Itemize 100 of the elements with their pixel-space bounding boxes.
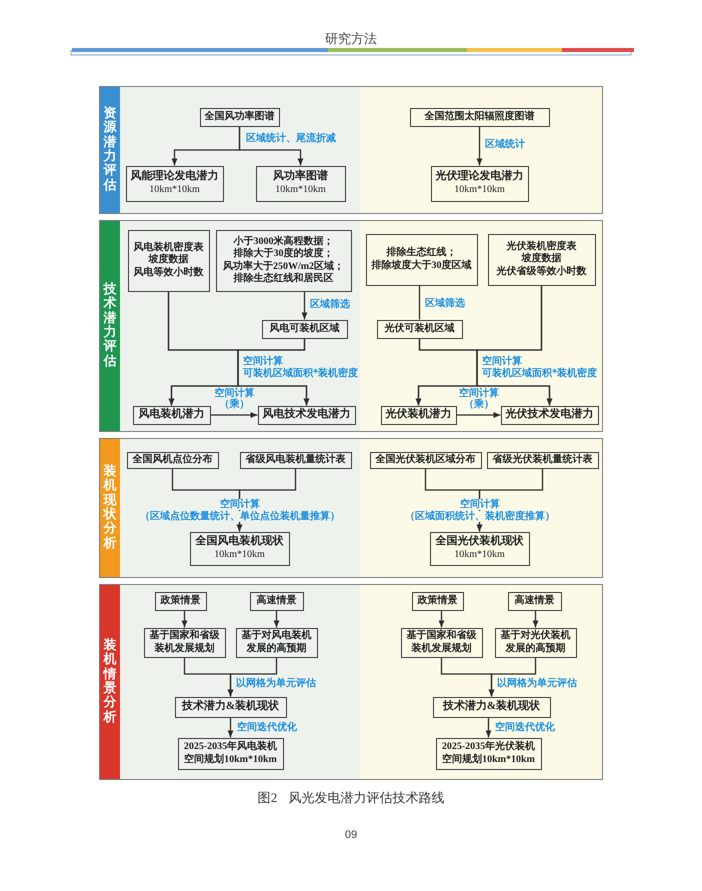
process-box xyxy=(190,532,290,566)
box-text: 排除生态红线； xyxy=(386,247,456,259)
arrow xyxy=(228,658,278,696)
process-box xyxy=(400,628,482,658)
box-text: 2025-2035年风电装机空间规划10km*10km xyxy=(182,741,278,766)
section-title: 装机现状分析 xyxy=(104,465,116,551)
box-text: 光伏装机潜力 xyxy=(386,408,452,422)
edge-label: 可装机区域面积*装机密度 xyxy=(243,368,358,379)
box-text: 政策情景 xyxy=(418,594,458,608)
box-text: 技术潜力&装机现状 xyxy=(442,700,540,714)
edge-label: 空间迭代优化 xyxy=(495,722,555,733)
arrow xyxy=(486,718,492,738)
box-text: 基于国家和省级装机发展规划 xyxy=(406,630,478,655)
box-text: 光伏装机密度表 xyxy=(506,240,576,252)
arrow xyxy=(532,610,538,628)
box-text: 高速情景 xyxy=(514,594,554,608)
section-panel xyxy=(99,584,603,780)
box-text: 小于3000米高程数据； xyxy=(234,236,334,247)
edge-label: 可装机区域面积*装机密度 xyxy=(482,368,598,379)
box-text: 排除大于30度的坡度； xyxy=(234,248,334,260)
box-text: 排除坡度大于30度区域 xyxy=(372,260,472,272)
box-subtext: 10km*10km xyxy=(454,184,505,197)
process-box xyxy=(486,452,598,468)
connector-line xyxy=(418,286,420,320)
box-text: 基于国家和省级装机发展规划 xyxy=(148,630,220,655)
process-box xyxy=(430,532,530,566)
arrow xyxy=(228,718,234,738)
edge-label: 空间计算 xyxy=(460,499,500,510)
box-text: 光伏理论发电潜力 xyxy=(436,170,524,184)
section-title: 装机情景分析 xyxy=(104,639,116,725)
box-text: 风电装机密度表 xyxy=(134,242,204,253)
arrow xyxy=(456,412,500,418)
process-box xyxy=(240,452,352,468)
process-box xyxy=(376,320,462,338)
arrow xyxy=(274,610,280,628)
section-title: 资源潜力评估 xyxy=(104,107,116,193)
arrow xyxy=(438,610,444,628)
box-text: 风电技术发电潜力 xyxy=(262,408,350,422)
box-text: 风电可装机区域 xyxy=(270,322,340,336)
box-subtext: 10km*10km xyxy=(275,184,326,197)
box-text: 全国风电装机现状 xyxy=(196,535,284,550)
process-box xyxy=(126,166,224,202)
box-text: 坡度数据 xyxy=(148,254,188,266)
arrow xyxy=(210,412,258,418)
box-subtext: 10km*10km xyxy=(149,184,200,197)
section-panel xyxy=(99,86,603,214)
box-text: 2025-2035年光伏装机空间规划10km*10km xyxy=(440,741,536,766)
arrow xyxy=(238,126,304,166)
process-box xyxy=(236,628,318,658)
box-text: 技术潜力&装机现状 xyxy=(182,700,280,714)
box-text: 基于对风电装机发展的高预期 xyxy=(240,630,312,655)
arrow xyxy=(418,338,552,406)
process-box xyxy=(178,738,284,770)
process-box xyxy=(154,592,206,610)
box-text: 排除生态红线和居民区 xyxy=(234,273,334,286)
box-text: 风电等效小时数 xyxy=(134,266,204,280)
figure-caption: 图2 风光发电潜力评估技术路线 xyxy=(256,789,446,807)
process-box xyxy=(500,406,598,424)
edge-label: 区域筛选 xyxy=(310,299,350,310)
process-box xyxy=(430,166,528,202)
process-box xyxy=(410,108,550,126)
process-box xyxy=(216,230,352,292)
section-panel xyxy=(99,220,603,432)
edge-label: 空间计算（乘） xyxy=(457,388,501,410)
process-box xyxy=(174,696,286,718)
box-text: 全国光伏装机区域分布 xyxy=(376,454,476,466)
box-text: 基于对光伏装机发展的高预期 xyxy=(500,630,572,655)
process-box xyxy=(132,406,210,424)
box-text: 风能理论发电潜力 xyxy=(130,170,218,184)
arrow xyxy=(488,658,536,696)
box-subtext: 10km*10km xyxy=(454,549,505,562)
arrow xyxy=(237,338,310,406)
process-box xyxy=(370,452,482,468)
process-box xyxy=(144,628,226,658)
process-box xyxy=(488,234,596,286)
box-text: 风功率图谱 xyxy=(273,170,328,184)
box-text: 光伏技术发电潜力 xyxy=(506,408,594,422)
process-box xyxy=(494,628,576,658)
process-box xyxy=(366,234,478,286)
page-header: 研究方法 xyxy=(324,30,378,48)
box-text: 坡度数据 xyxy=(522,253,562,266)
edge-label: 空间计算 xyxy=(220,499,260,510)
section-panel xyxy=(99,438,603,578)
box-text: 省级风电装机量统计表 xyxy=(246,454,346,466)
process-box xyxy=(432,696,550,718)
arrow xyxy=(182,610,188,628)
box-text: 风电装机潜力 xyxy=(138,408,204,422)
edge-label: 空间计算 xyxy=(482,356,522,367)
box-text: 全国光伏装机现状 xyxy=(436,535,524,550)
edge-label: 以网格为单元评估 xyxy=(236,678,316,689)
process-box xyxy=(250,592,304,610)
box-text: 全国范围太阳辐照度图谱 xyxy=(424,110,534,124)
box-text: 全国风功率图谱 xyxy=(204,110,274,124)
box-text: 光伏省级等效小时数 xyxy=(496,266,586,278)
box-text: 全国风机点位分布 xyxy=(132,454,212,466)
edge-label: 空间计算（乘） xyxy=(212,388,256,410)
section-title: 技术潜力评估 xyxy=(104,283,116,369)
box-subtext: 10km*10km xyxy=(214,549,265,562)
process-box xyxy=(412,592,464,610)
edge-label: 空间计算 xyxy=(243,356,283,367)
